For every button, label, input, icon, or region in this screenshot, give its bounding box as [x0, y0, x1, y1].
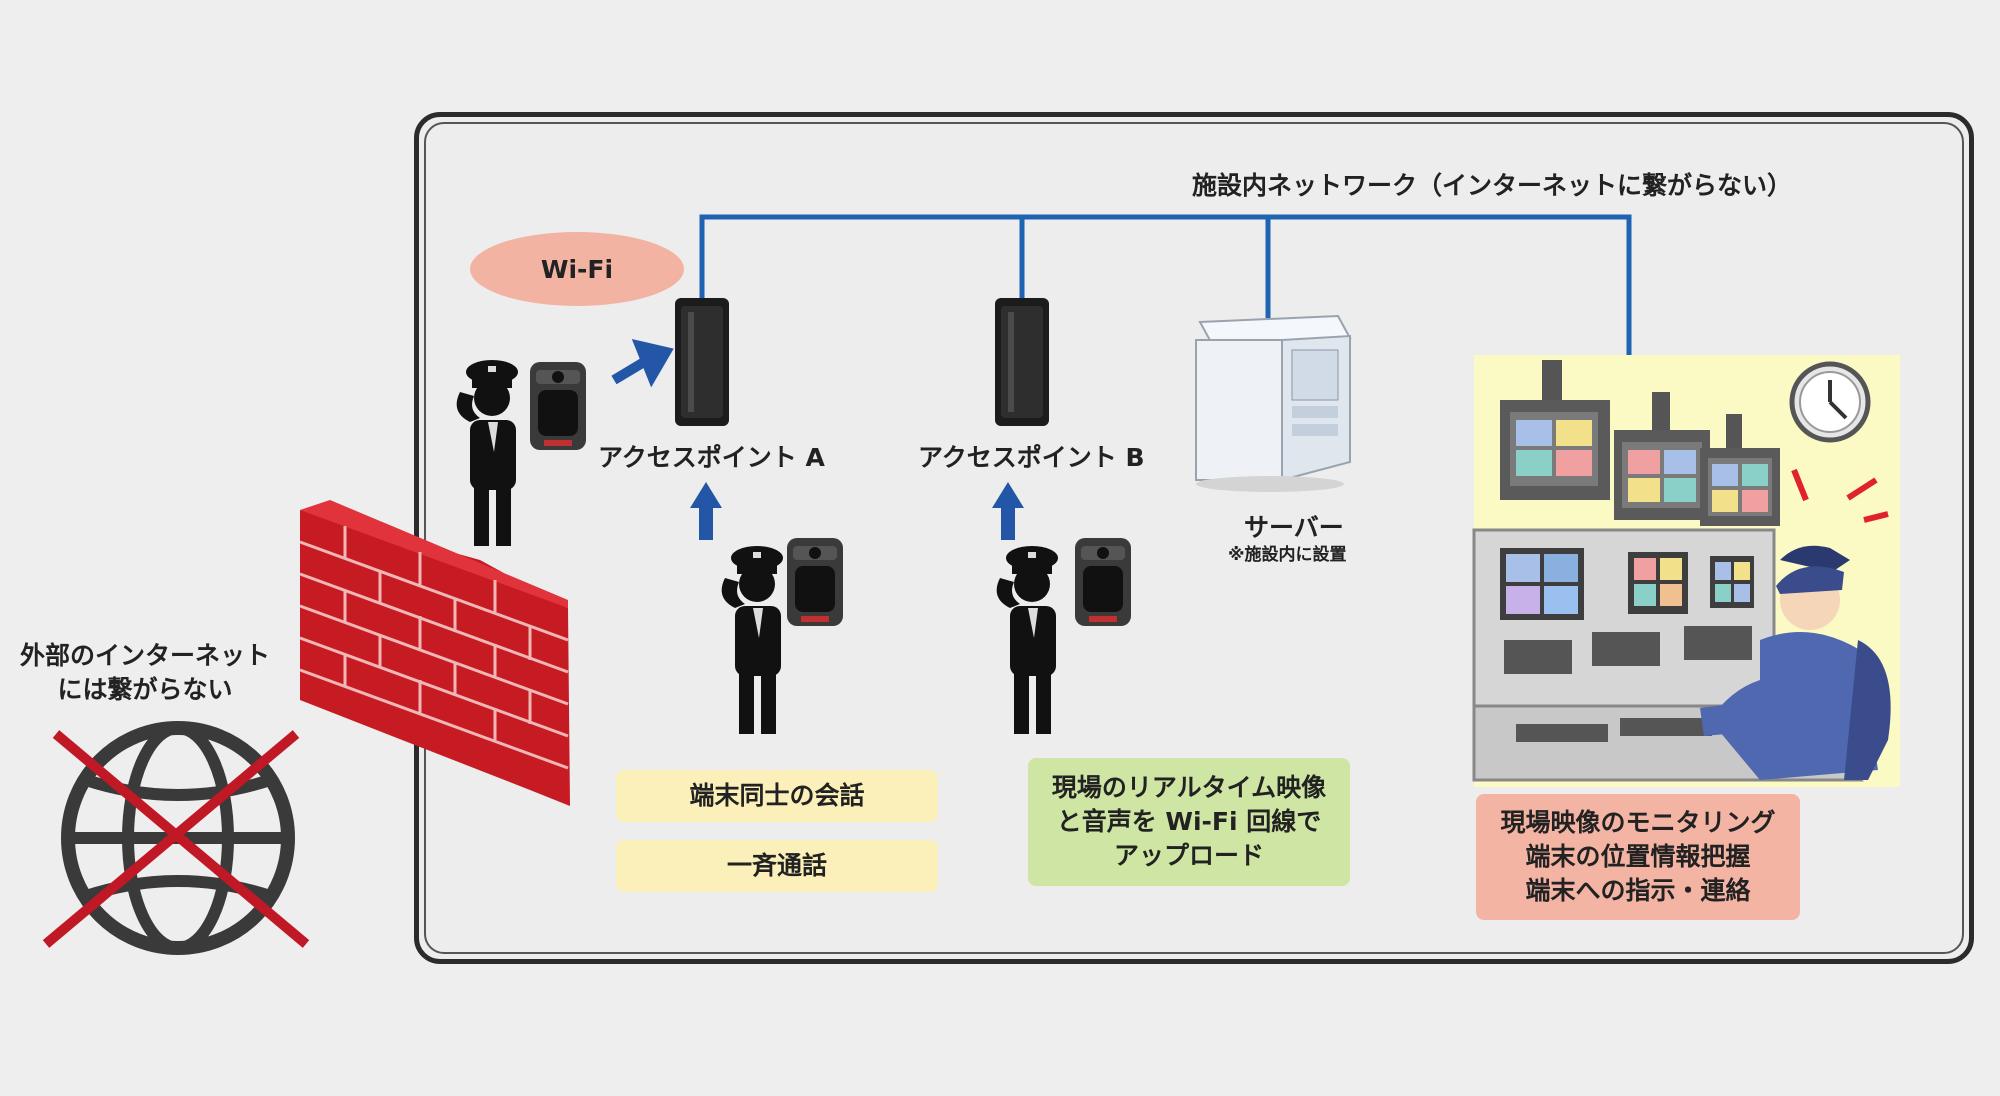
- ceiling-monitor-2: [1614, 392, 1710, 520]
- body-camera-3: [1075, 538, 1131, 626]
- network-label: 施設内ネットワーク（インターネットに繋がらない）: [1192, 171, 1793, 200]
- monitoring-room-drawing: [1472, 360, 1891, 782]
- ceiling-monitor-1: [1500, 360, 1610, 500]
- arrow-to-ap-a-diagonal: [611, 338, 674, 388]
- facility-frame-inner: [424, 122, 1964, 954]
- upload-line-3: アップロード: [1113, 841, 1264, 870]
- network-lines: [699, 214, 1632, 355]
- guard-figure-1: [456, 360, 518, 546]
- server-note: ※施設内に設置: [1228, 545, 1347, 565]
- external-internet-line2: には繋がらない: [57, 675, 233, 704]
- access-point-b-device: [995, 298, 1049, 426]
- talk-text: 端末同士の会話: [689, 781, 865, 810]
- upload-line-2: と音声を Wi-Fi 回線で: [1056, 807, 1322, 836]
- access-point-a-label: アクセスポイント A: [598, 443, 825, 472]
- server-title: サーバー: [1244, 513, 1344, 542]
- access-point-b-label: アクセスポイント B: [918, 443, 1145, 472]
- monitoring-line-3: 端末への指示・連絡: [1525, 876, 1751, 905]
- talk-box: 端末同士の会話: [616, 770, 938, 822]
- broadcast-text: 一斉通話: [726, 851, 827, 880]
- guard-figure-2: [721, 546, 783, 734]
- server-device: [1195, 314, 1352, 492]
- guard-figure-3: [996, 546, 1058, 734]
- monitoring-line-2: 端末の位置情報把握: [1525, 842, 1751, 871]
- ceiling-monitor-3: [1700, 414, 1780, 526]
- arrow-to-ap-b-up: [992, 482, 1024, 540]
- upload-box: 現場のリアルタイム映像 と音声を Wi-Fi 回線で アップロード: [1028, 758, 1350, 886]
- upload-line-1: 現場のリアルタイム映像: [1051, 773, 1327, 802]
- firewall-brick-wall: [299, 500, 570, 806]
- wifi-label: Wi-Fi: [470, 232, 684, 306]
- arrow-to-ap-a-up: [690, 482, 722, 540]
- body-camera-2: [787, 538, 843, 626]
- body-camera-1: [530, 362, 586, 450]
- external-internet-line1: 外部のインターネット: [19, 641, 270, 670]
- monitoring-line-1: 現場映像のモニタリング: [1500, 808, 1776, 837]
- clock-icon: [1789, 361, 1871, 443]
- cross-mark-icon: [42, 730, 310, 948]
- operator-figure: [1700, 545, 1891, 780]
- monitoring-box: 現場映像のモニタリング 端末の位置情報把握 端末への指示・連絡: [1476, 794, 1800, 920]
- access-point-a-device: [675, 298, 729, 426]
- broadcast-box: 一斉通話: [616, 840, 938, 892]
